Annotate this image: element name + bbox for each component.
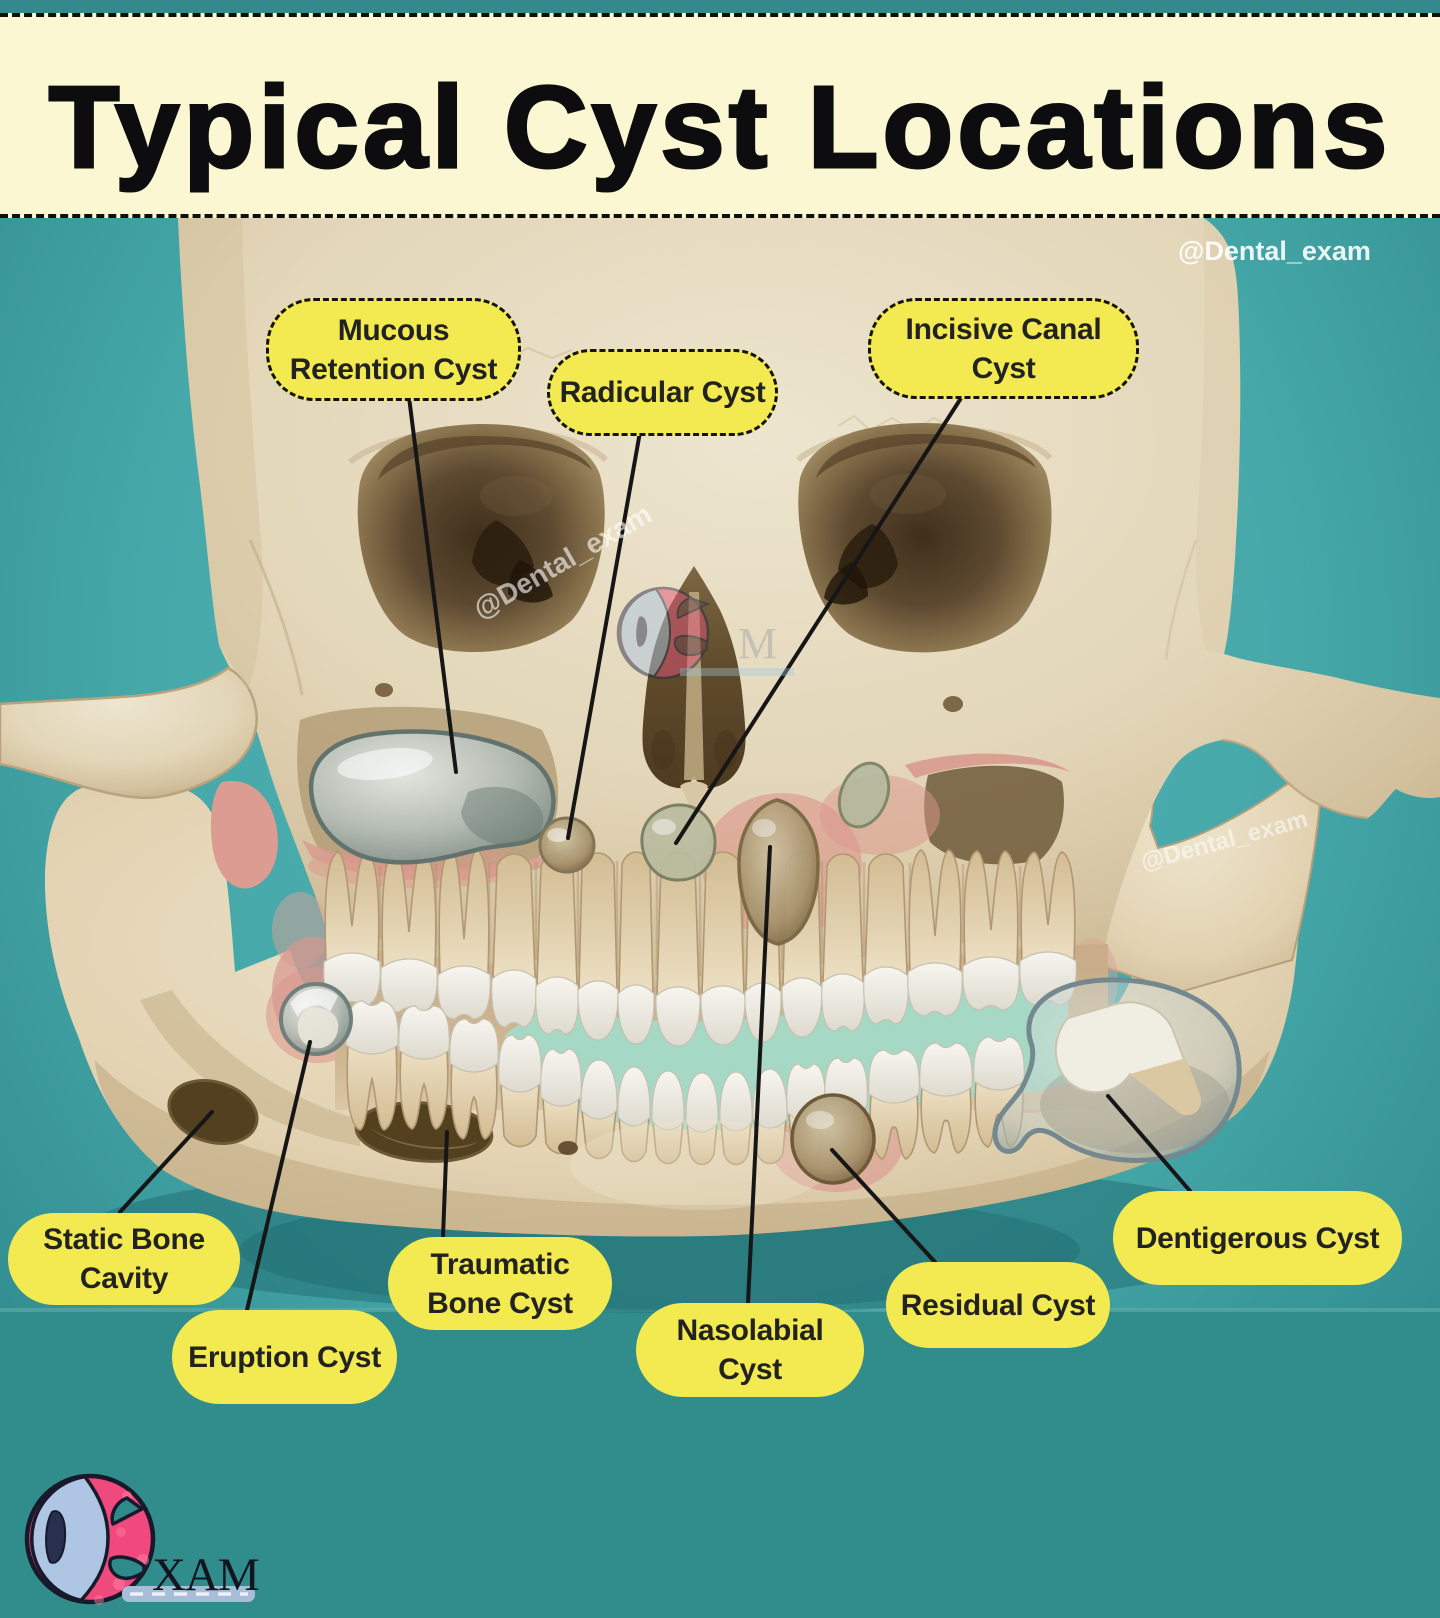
svg-text:XAM: XAM bbox=[152, 1549, 259, 1601]
svg-text:M: M bbox=[738, 619, 777, 668]
